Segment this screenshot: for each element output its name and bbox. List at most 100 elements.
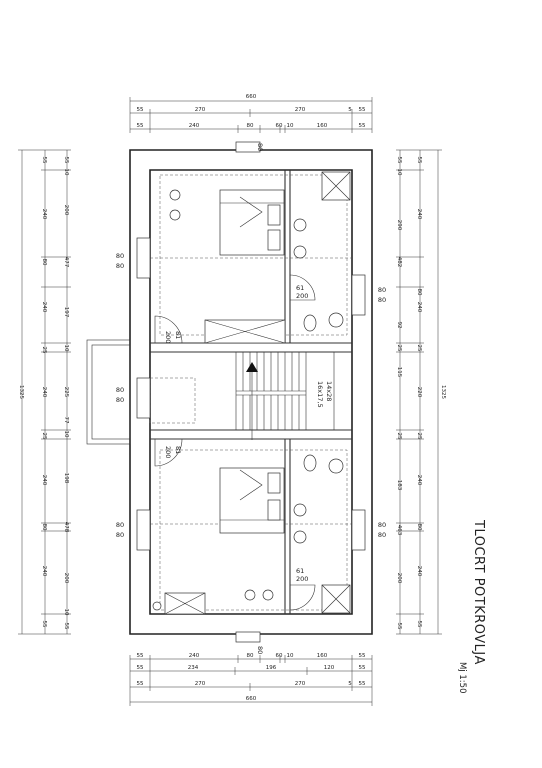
plan-title: TLOCRT POTKROVLJA (471, 519, 486, 665)
lower-unit-fixtures (152, 454, 351, 615)
win-right-2-w: 80 (378, 521, 386, 529)
dim-bot-r1-5: 160 (317, 653, 328, 659)
dim-top-r1-4: 55 (359, 107, 366, 113)
dim-top-r2-5: 160 (317, 123, 328, 129)
dim-left-in-4: 25 (41, 347, 47, 354)
dim-right-out-9: 463 (396, 525, 402, 536)
dim-left-out-0: 55 (63, 157, 69, 164)
dim-right-out-3: 482 (396, 257, 402, 268)
dim-top-r2-2: 80 (247, 123, 254, 129)
dim-left-in-9: 240 (41, 566, 47, 577)
dim-right-in-6: 25 (416, 433, 422, 440)
upper-unit-fixtures (169, 171, 351, 344)
win-left-3-w: 80 (116, 521, 124, 529)
dim-left-in-1: 240 (41, 209, 47, 220)
left-dimensions (18, 149, 71, 635)
dim-left-out-3: 477 (63, 257, 69, 268)
dim-bot-r1-6: 55 (359, 653, 366, 659)
top-dimensions: 660 55 270 270 5 55 55 240 80 60 10 160 … (129, 94, 373, 133)
dim-left-out-9: 198 (63, 473, 69, 484)
dim-bot-r3-1: 270 (195, 681, 206, 687)
dim-bot-r1-3: 60 (276, 653, 283, 659)
door-lower-w: 81 (174, 446, 182, 454)
pillow-icon (267, 229, 281, 251)
dim-right-out-11: 55 (396, 623, 402, 630)
dim-bot-r3-0: 55 (137, 681, 144, 687)
sink-icon (293, 530, 307, 544)
dim-left-out-2: 200 (63, 205, 69, 216)
dim-bot-r2-2: 196 (266, 665, 277, 671)
stair-label-2: 16x17,5 (316, 381, 324, 408)
bath-door-lower-h: 200 (296, 575, 308, 583)
dim-right-out-8: 183 (396, 480, 402, 491)
windows (136, 141, 366, 643)
window-labels: 80 80 80 80 80 80 80 80 80 80 80 80 (116, 143, 386, 654)
dim-top-total: 660 (246, 94, 257, 100)
dim-left-in-6: 25 (41, 433, 47, 440)
dim-left-out-1: 10 (63, 169, 69, 176)
dim-bot-r1-0: 55 (137, 653, 144, 659)
dim-left-total: 1325 (18, 385, 24, 399)
win-left-1-w: 80 (116, 252, 124, 260)
dim-right-out-1: 10 (396, 169, 402, 176)
right-dimension-text: 1325 55 10 290 482 92 25 115 25 183 463 … (396, 157, 446, 630)
bottom-window-label: 80 (256, 646, 264, 654)
dim-bot-r2-0: 55 (137, 665, 144, 671)
bath-door-lower-w: 61 (296, 567, 304, 575)
dim-top-r2-4: 10 (287, 123, 294, 129)
dim-right-in-8: 80 (416, 524, 422, 531)
pillow-icon (267, 204, 281, 226)
dim-left-in-2: 80 (41, 259, 47, 266)
win-right-2-h: 80 (378, 531, 386, 539)
dim-left-in-8: 80 (41, 524, 47, 531)
door-upper-h: 200 (164, 331, 172, 343)
dim-right-in-9: 240 (416, 566, 422, 577)
dim-bot-r1-2: 80 (247, 653, 254, 659)
dim-top-r2-3: 60 (276, 123, 283, 129)
dim-top-r2-1: 240 (189, 123, 200, 129)
dim-bot-r1-4: 10 (287, 653, 294, 659)
dim-bot-r3-3: 5 (348, 681, 352, 687)
win-left-3-h: 80 (116, 531, 124, 539)
win-left-2-h: 80 (116, 396, 124, 404)
dim-left-out-6: 225 (63, 387, 69, 398)
dim-right-in-0: 55 (416, 157, 422, 164)
bath-door-upper-h: 200 (296, 292, 308, 300)
dim-left-in-7: 240 (41, 475, 47, 486)
dim-top-r2-6: 55 (359, 123, 366, 129)
pillow-icon (267, 499, 281, 521)
win-right-1-h: 80 (378, 296, 386, 304)
dim-right-in-2: 80 (416, 289, 422, 296)
chair-icon (244, 589, 256, 601)
dim-bot-r3-4: 55 (359, 681, 366, 687)
dim-top-r1-2: 270 (295, 107, 306, 113)
staircase: 14x28 16x17,5 (235, 351, 335, 440)
win-left-2-w: 80 (116, 386, 124, 394)
dim-right-out-6: 115 (396, 367, 402, 378)
dim-right-in-7: 240 (416, 475, 422, 486)
plan-scale: Mj 1:50 (457, 662, 467, 694)
dim-right-in-3: 240 (416, 302, 422, 313)
left-dimension-text: 1325 55 240 80 240 25 240 25 240 80 240 … (18, 157, 69, 630)
dim-right-in-5: 220 (416, 387, 422, 398)
dim-right-out-7: 25 (396, 433, 402, 440)
dim-right-in-4: 25 (416, 345, 422, 352)
dim-left-in-0: 55 (41, 157, 47, 164)
dim-left-out-13: 55 (63, 623, 69, 630)
bidet-icon (328, 312, 344, 328)
dim-left-out-10: 478 (63, 522, 69, 533)
chair-icon (262, 589, 274, 601)
win-left-1-h: 80 (116, 262, 124, 270)
dim-right-out-5: 25 (396, 345, 402, 352)
dim-right-out-4: 92 (396, 322, 402, 329)
toilet-icon (303, 314, 317, 332)
dim-bot-r1-1: 240 (189, 653, 200, 659)
dim-bot-total: 660 (246, 696, 257, 702)
dim-bot-r3-2: 270 (295, 681, 306, 687)
win-right-1-w: 80 (378, 286, 386, 294)
dim-right-total: 1325 (440, 385, 446, 399)
chair-icon (152, 601, 162, 611)
doors: 81 200 81 200 61 200 61 200 (154, 274, 316, 611)
bath-door-upper-w: 61 (296, 284, 304, 292)
chair-icon (169, 189, 181, 201)
